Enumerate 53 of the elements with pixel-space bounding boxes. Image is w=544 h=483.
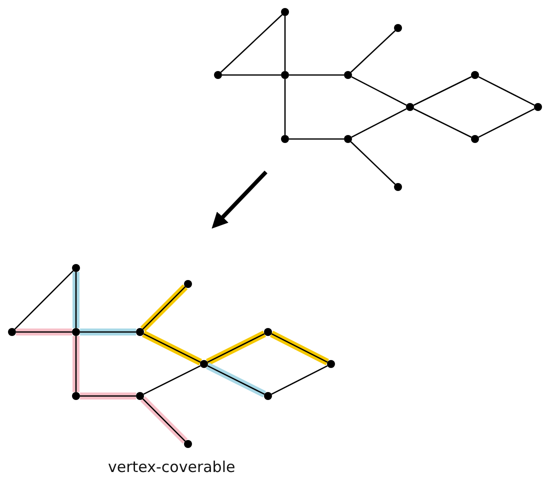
caption-text: vertex-coverable <box>108 458 236 476</box>
graph-edge <box>14 270 74 330</box>
vertex-dot <box>281 8 289 16</box>
vertex-dot <box>136 328 144 336</box>
highlighted-edge <box>142 330 202 366</box>
highlighted-edge <box>80 328 136 336</box>
graph-edge <box>350 141 396 185</box>
vertex-dot <box>184 440 192 448</box>
vertex-dot <box>72 264 80 272</box>
vertex-dot <box>394 183 402 191</box>
vertex-dot <box>406 103 414 111</box>
vertex-dot <box>264 328 272 336</box>
vertex-dot <box>200 360 208 368</box>
graph-edge <box>413 76 472 106</box>
graph-edge <box>289 138 344 140</box>
vertex-dot <box>327 360 335 368</box>
vertex-dot <box>281 135 289 143</box>
vertex-dot <box>471 135 479 143</box>
graph-edge <box>271 365 328 395</box>
vertex-dot <box>534 103 542 111</box>
highlighted-edge <box>206 330 266 366</box>
graph-edge <box>350 30 396 73</box>
vertex-dot <box>394 24 402 32</box>
vertex-dot <box>72 328 80 336</box>
graph-edge <box>143 365 201 395</box>
graph-edge <box>289 74 344 76</box>
highlighted-edge <box>80 392 136 400</box>
vertex-dot <box>264 392 272 400</box>
vertex-dot <box>72 392 80 400</box>
vertex-dot <box>184 280 192 288</box>
vertex-dot <box>471 71 479 79</box>
graph-edge <box>478 76 535 106</box>
vertex-dot <box>344 71 352 79</box>
vertex-dot <box>214 71 222 79</box>
graph-edge <box>222 74 281 76</box>
vertex-dot <box>344 135 352 143</box>
graph-edge <box>220 14 283 73</box>
vertex-dot <box>281 71 289 79</box>
highlighted-edge <box>206 362 266 398</box>
vertex-dot <box>136 392 144 400</box>
graph-edge <box>351 76 407 106</box>
highlighted-edge <box>140 284 188 332</box>
highlighted-edge <box>72 336 80 392</box>
graph-edge <box>478 108 535 138</box>
highlighted-edge <box>16 328 72 336</box>
graph-edge <box>284 16 286 71</box>
graph-edge <box>284 79 286 135</box>
highlighted-edge <box>140 396 188 444</box>
graph-edge <box>351 108 407 138</box>
vertex-dot <box>8 328 16 336</box>
graph-edge <box>413 108 472 138</box>
highlighted-edge <box>72 272 80 328</box>
highlighted-edge <box>270 330 330 366</box>
